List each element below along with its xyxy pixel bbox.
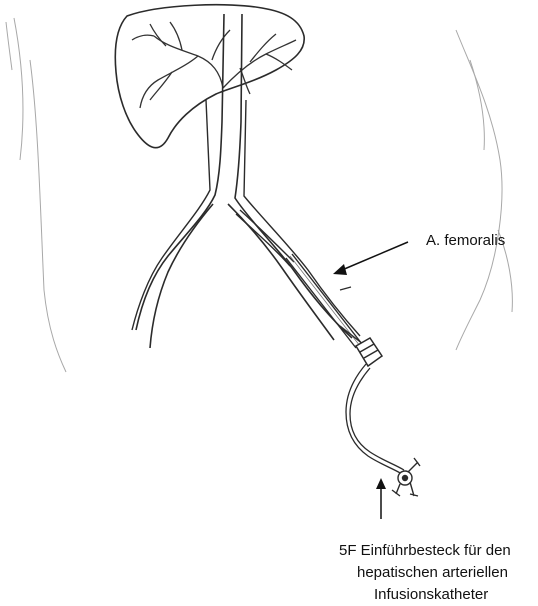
side-tube (346, 364, 404, 474)
introducer-sheath (236, 210, 368, 348)
body-outline (6, 18, 512, 372)
introducer-caption-line-3: Infusionskatheter (374, 584, 488, 605)
artery-marker (340, 287, 351, 290)
femoral-artery-label: A. femoralis (426, 230, 505, 251)
femoralis-arrow (333, 242, 408, 275)
introducer-caption: 5F Einführbesteck für den hepatischen ar… (0, 540, 538, 606)
introducer-caption-line-1: 5F Einführbesteck für den (339, 540, 511, 561)
liver (115, 5, 304, 148)
stopcock (392, 458, 420, 496)
vena-cava (132, 100, 360, 336)
introducer-caption-line-2: hepatischen arteriellen (357, 562, 508, 583)
introducer-arrow (376, 478, 386, 519)
